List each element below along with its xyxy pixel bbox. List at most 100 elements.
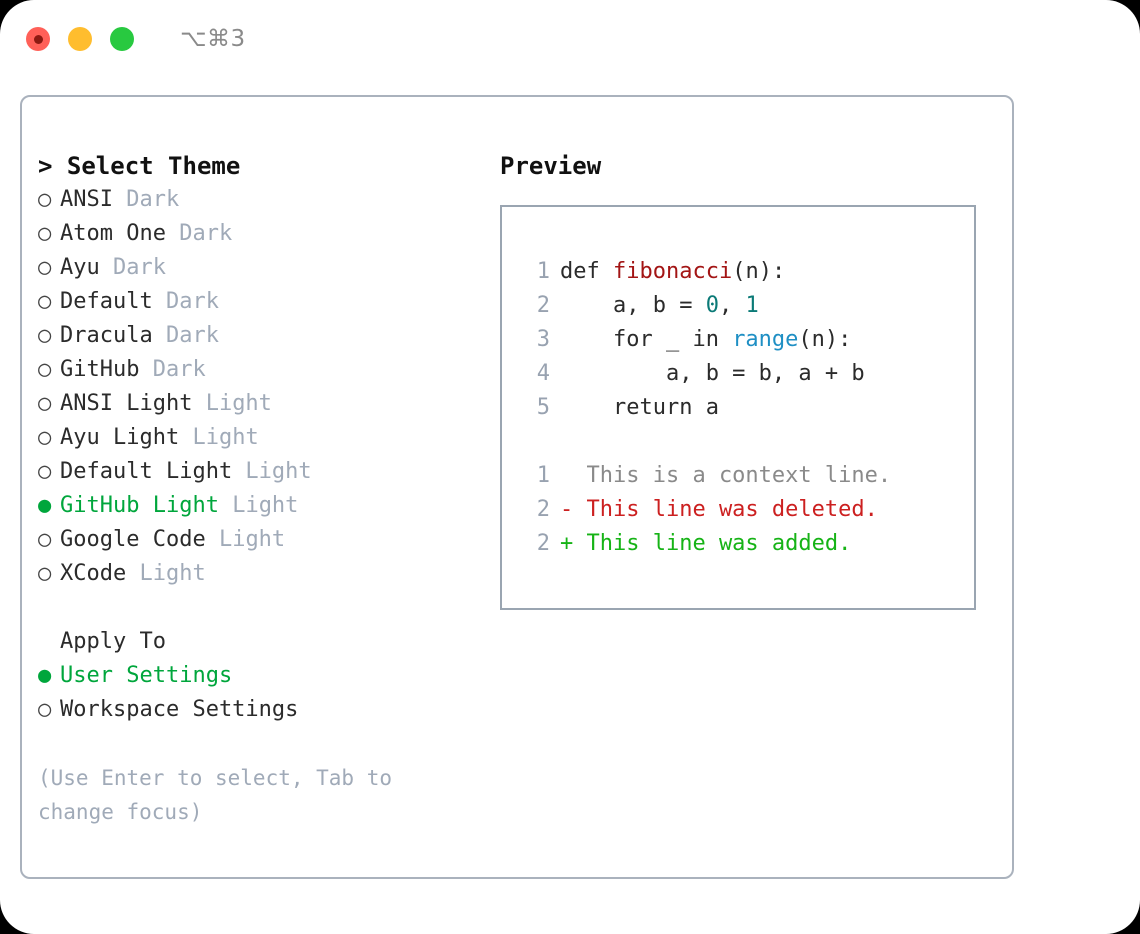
- select-theme-heading: > Select Theme: [38, 152, 241, 180]
- radio-unselected-icon: ○: [38, 561, 52, 586]
- code-line: 1 def fibonacci(n):: [520, 255, 974, 289]
- theme-category-tag: Light: [205, 527, 286, 552]
- diff-text: + This line was added.: [560, 531, 852, 556]
- theme-list-item[interactable]: ○Google Code Light: [38, 523, 488, 557]
- apply-to-options[interactable]: ●User Settings ○ Workspace Settings: [38, 659, 488, 727]
- apply-to-option[interactable]: ○ Workspace Settings: [38, 693, 488, 727]
- code-token: fibonacci: [612, 259, 733, 284]
- code-token: a, b =: [560, 293, 706, 318]
- theme-name: Ayu Light: [60, 425, 180, 450]
- radio-unselected-icon: ○: [38, 187, 52, 212]
- diff-text: - This line was deleted.: [560, 497, 878, 522]
- line-number: 5: [536, 395, 550, 420]
- minimize-button-icon[interactable]: [68, 27, 92, 51]
- line-number: 1: [536, 259, 550, 284]
- theme-list-item[interactable]: ○Ayu Dark: [38, 251, 488, 285]
- theme-list-item[interactable]: ○ XCode Light: [38, 557, 488, 591]
- diff-line: 2 - This line was deleted.: [520, 493, 974, 527]
- line-number: 1: [536, 463, 550, 488]
- close-button-icon[interactable]: [26, 27, 50, 51]
- theme-list-item[interactable]: ○ Atom One Dark: [38, 217, 488, 251]
- theme-list-item[interactable]: ○ GitHub Dark: [38, 353, 488, 387]
- radio-unselected-icon: ○: [38, 459, 52, 484]
- code-token: def: [560, 259, 613, 284]
- diff-line: 1 This is a context line.: [520, 459, 974, 493]
- theme-list-item[interactable]: ○ Ayu Light Light: [38, 421, 488, 455]
- code-line: 4 a, b = b, a + b: [520, 357, 974, 391]
- radio-unselected-icon: ○: [38, 357, 52, 382]
- theme-name: XCode: [60, 561, 127, 586]
- code-line: 2 a, b = 0, 1: [520, 289, 974, 323]
- code-token: (n):: [798, 327, 852, 352]
- theme-list-item[interactable]: ○ Default Dark: [38, 285, 488, 319]
- theme-list-item[interactable]: ○ ANSI Light Light: [38, 387, 488, 421]
- apply-to-option[interactable]: ●User Settings: [38, 659, 488, 693]
- apply-to-section: Apply To ●User Settings○Workspace Settin…: [38, 625, 488, 727]
- code-token: (n):: [732, 259, 786, 284]
- theme-name: Dracula: [60, 323, 153, 348]
- diff-line: 2 + This line was added.: [520, 527, 974, 561]
- radio-unselected-icon: ○: [38, 425, 52, 450]
- radio-unselected-icon: ○: [38, 221, 52, 246]
- theme-list[interactable]: ○ ANSI Dark ○ Atom One Dark ○ Ayu Dark ○ Defaul…: [38, 183, 488, 591]
- theme-category-tag: Dark: [139, 357, 206, 382]
- radio-unselected-icon: ○: [38, 323, 52, 348]
- theme-category-tag: Dark: [112, 187, 180, 212]
- code-token: 0: [705, 293, 719, 318]
- radio-unselected-icon: ○: [38, 697, 52, 722]
- code-token: range: [732, 327, 799, 352]
- line-number: 4: [536, 361, 550, 386]
- theme-name: GitHub: [60, 357, 140, 382]
- theme-list-item[interactable]: ○ Default Light Light: [38, 455, 488, 489]
- keyboard-shortcut-label: ⌥⌘3: [180, 26, 246, 52]
- code-line: 5 return a: [520, 391, 974, 425]
- theme-name: Default: [60, 289, 153, 314]
- code-token: ,: [718, 293, 746, 318]
- title-bar: ⌥⌘3: [0, 0, 1140, 78]
- theme-name: Atom One: [60, 221, 166, 246]
- maximize-button-icon[interactable]: [110, 27, 134, 51]
- radio-unselected-icon: ○: [38, 255, 52, 280]
- code-token: for _ in: [560, 327, 733, 352]
- theme-category-tag: Light: [179, 425, 259, 450]
- theme-category-tag: Dark: [165, 221, 233, 246]
- theme-picker-panel: > Select Theme ○ANSI Dark○Atom One Dark○…: [20, 95, 1014, 879]
- code-token: a, b = b, a + b: [560, 361, 865, 386]
- radio-selected-icon: ●: [38, 493, 52, 518]
- radio-unselected-icon: ○: [38, 289, 52, 314]
- theme-name: Ayu: [60, 255, 100, 280]
- theme-category-tag: Light: [192, 391, 272, 416]
- theme-list-item[interactable]: ○ ANSI Dark: [38, 183, 488, 217]
- theme-category-tag: Light: [126, 561, 206, 586]
- keyboard-hint-text: (Use Enter to select, Tab to change focu…: [38, 766, 405, 824]
- line-number: 2: [536, 293, 550, 318]
- window-controls: [26, 27, 134, 51]
- code-line: 3 for _ in range(n):: [520, 323, 974, 357]
- radio-unselected-icon: ○: [38, 527, 52, 552]
- apply-to-label: Workspace Settings: [60, 697, 299, 722]
- theme-name: Default Light: [60, 459, 233, 484]
- theme-selection-column: > Select Theme ○ANSI Dark○Atom One Dark○…: [38, 149, 488, 829]
- radio-unselected-icon: ○: [38, 391, 52, 416]
- theme-name: GitHub Light: [60, 493, 219, 518]
- code-token: return a: [560, 395, 719, 420]
- apply-to-label: User Settings: [60, 663, 233, 688]
- preview-heading: Preview: [500, 152, 602, 180]
- line-number: 2: [536, 531, 550, 556]
- spacer: [520, 425, 974, 459]
- theme-name: ANSI: [60, 187, 113, 212]
- theme-category-tag: Dark: [152, 323, 219, 348]
- line-number: 2: [536, 497, 550, 522]
- theme-category-tag: Light: [218, 493, 299, 518]
- theme-list-item[interactable]: ○ Dracula Dark: [38, 319, 488, 353]
- theme-name: ANSI Light: [60, 391, 193, 416]
- theme-category-tag: Dark: [152, 289, 219, 314]
- theme-category-tag: Light: [232, 459, 312, 484]
- diff-sample: 1 This is a context line. 2 - This line wa…: [520, 459, 974, 561]
- code-token: 1: [745, 293, 759, 318]
- diff-text: This is a context line.: [560, 463, 892, 488]
- theme-list-item[interactable]: ● GitHub Light Light: [38, 489, 488, 523]
